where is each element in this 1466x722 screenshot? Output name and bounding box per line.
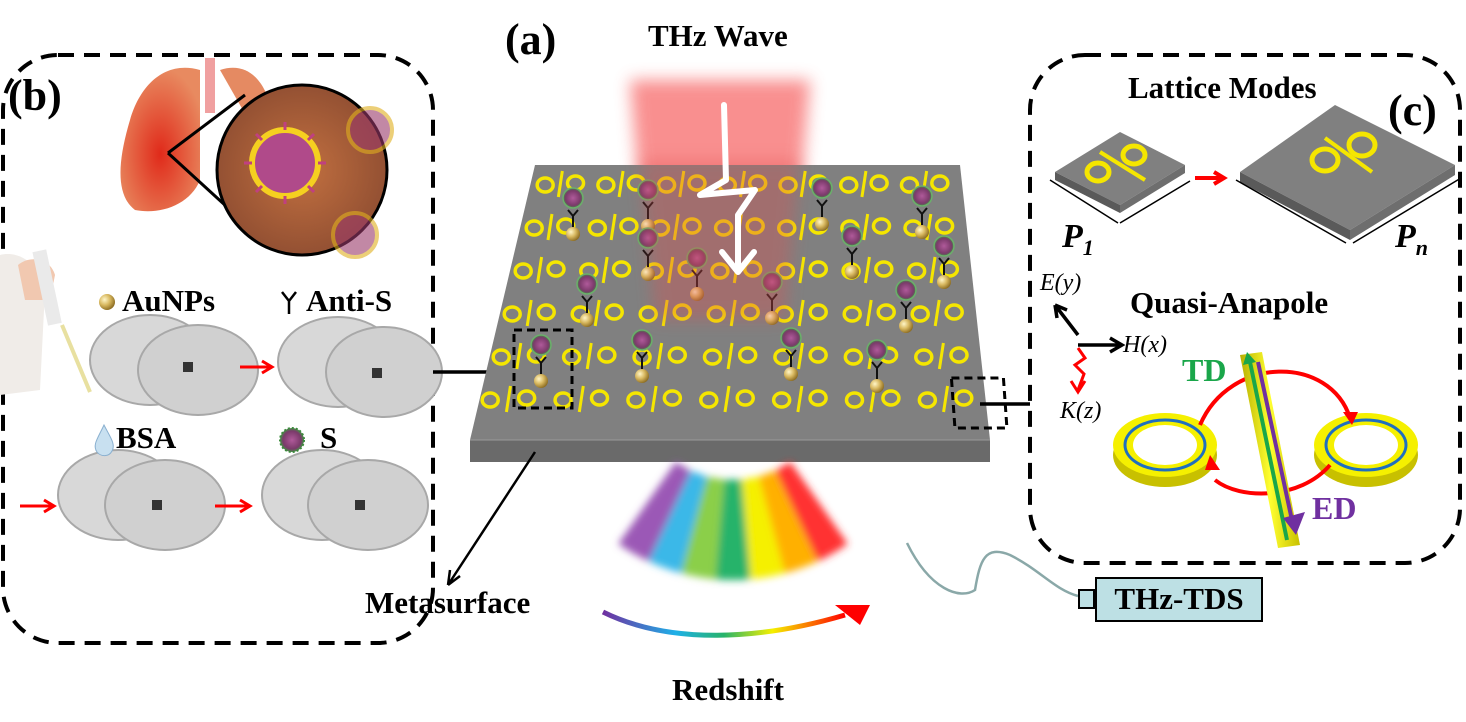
step-bsa-label: BSA bbox=[116, 420, 177, 455]
h-field-label: H(x) bbox=[1123, 332, 1167, 358]
resonator-unit-cell bbox=[480, 385, 537, 413]
biomarker-complex bbox=[841, 225, 863, 279]
panel-a-label: (a) bbox=[505, 15, 557, 64]
unit-cell-large bbox=[1235, 105, 1462, 244]
field-axes bbox=[1053, 303, 1126, 395]
resonator-unit-cell bbox=[917, 385, 974, 413]
biomarker-complex bbox=[530, 334, 552, 388]
resonator-unit-cell bbox=[502, 299, 556, 327]
resonator-unit-cell bbox=[771, 385, 828, 413]
resonator-unit-cell bbox=[513, 256, 566, 284]
unit-cell-small bbox=[1049, 132, 1191, 224]
spectrum-band bbox=[758, 470, 818, 574]
petri-dish-2 bbox=[277, 316, 443, 418]
biomarker-complex bbox=[631, 329, 653, 383]
petri-dish-3 bbox=[57, 449, 226, 551]
metasurface-pointer bbox=[446, 451, 537, 586]
biomarker-complex bbox=[780, 327, 802, 381]
spectrum-band bbox=[775, 461, 848, 562]
thz-wave-title: THz Wave bbox=[648, 18, 788, 53]
transmitted-spectrum bbox=[618, 461, 848, 580]
resonator-unit-cell bbox=[842, 299, 896, 327]
tds-port bbox=[1078, 589, 1095, 609]
spectrum-band bbox=[648, 470, 708, 574]
selection-box-unitcell bbox=[949, 376, 1009, 430]
biomarker-complex bbox=[811, 177, 833, 231]
biomarker-complex bbox=[576, 273, 598, 327]
biomarker-complex bbox=[933, 235, 955, 289]
spectrum-band bbox=[715, 479, 751, 580]
spike-protein-icon bbox=[279, 427, 305, 453]
biomarker-complex bbox=[911, 185, 933, 239]
ed-label: ED bbox=[1312, 490, 1357, 526]
period-p1-label: P1 bbox=[1062, 218, 1094, 260]
tds-cable bbox=[905, 542, 1079, 598]
resonator-unit-cell bbox=[587, 213, 639, 241]
resonator-unit-cell bbox=[906, 256, 960, 284]
panel-c-frame bbox=[1028, 53, 1462, 565]
biomarker-complex bbox=[866, 339, 888, 393]
resonator-unit-cell bbox=[773, 342, 828, 370]
k-vector-label: K(z) bbox=[1060, 398, 1102, 424]
spectrum-band bbox=[741, 476, 785, 580]
pipette-illustration bbox=[0, 249, 92, 395]
biomarker-array bbox=[530, 177, 955, 393]
panel-b-label: (b) bbox=[8, 71, 62, 120]
resonator-unit-cell bbox=[699, 385, 755, 413]
resonator-unit-cell bbox=[839, 170, 889, 198]
resonator-unit-cell bbox=[910, 299, 964, 327]
step-aunps-label: AuNPs bbox=[122, 283, 216, 318]
selection-box-biomarker bbox=[512, 328, 574, 410]
redshift-arrow bbox=[601, 609, 846, 638]
panel-c-label: (c) bbox=[1388, 86, 1437, 135]
td-label: TD bbox=[1182, 352, 1227, 388]
panel-b bbox=[0, 53, 443, 645]
gold-nanoparticle-icon bbox=[99, 294, 115, 310]
anapole-structure bbox=[1113, 352, 1418, 548]
petri-dish-1 bbox=[89, 314, 259, 416]
panel-a bbox=[446, 80, 1079, 638]
e-field-label: E(y) bbox=[1040, 270, 1082, 296]
thz-zigzag-arrow bbox=[697, 102, 758, 275]
droplet-icon bbox=[94, 423, 114, 457]
step-arrows bbox=[20, 359, 275, 514]
step-s-label: S bbox=[320, 420, 338, 455]
resonator-unit-cell bbox=[626, 385, 683, 413]
spectrum-band bbox=[618, 461, 691, 562]
resonator-unit-cell bbox=[702, 342, 758, 370]
resonator-unit-cell bbox=[553, 385, 610, 413]
quasi-anapole-title: Quasi-Anapole bbox=[1130, 285, 1329, 320]
lattice-modes-title: Lattice Modes bbox=[1128, 70, 1317, 105]
spectrum-band bbox=[681, 476, 725, 580]
metasurface-label: Metasurface bbox=[365, 585, 531, 620]
petri-dish-4 bbox=[261, 449, 429, 551]
metasurface-side bbox=[470, 440, 990, 462]
resonator-unit-cell bbox=[914, 342, 969, 370]
panel-c bbox=[1028, 53, 1462, 565]
antibody-icon bbox=[281, 291, 297, 314]
virus-zoom-inset bbox=[166, 83, 394, 259]
period-pn-label: Pn bbox=[1395, 218, 1429, 260]
lattice-arrow bbox=[1195, 170, 1228, 186]
thz-tds-instrument: THz-TDS bbox=[1095, 577, 1263, 622]
step-anti-s-label: Anti-S bbox=[306, 283, 393, 318]
biomarker-complex bbox=[895, 279, 917, 333]
biomarker-complex bbox=[562, 187, 584, 241]
redshift-label: Redshift bbox=[672, 672, 784, 707]
